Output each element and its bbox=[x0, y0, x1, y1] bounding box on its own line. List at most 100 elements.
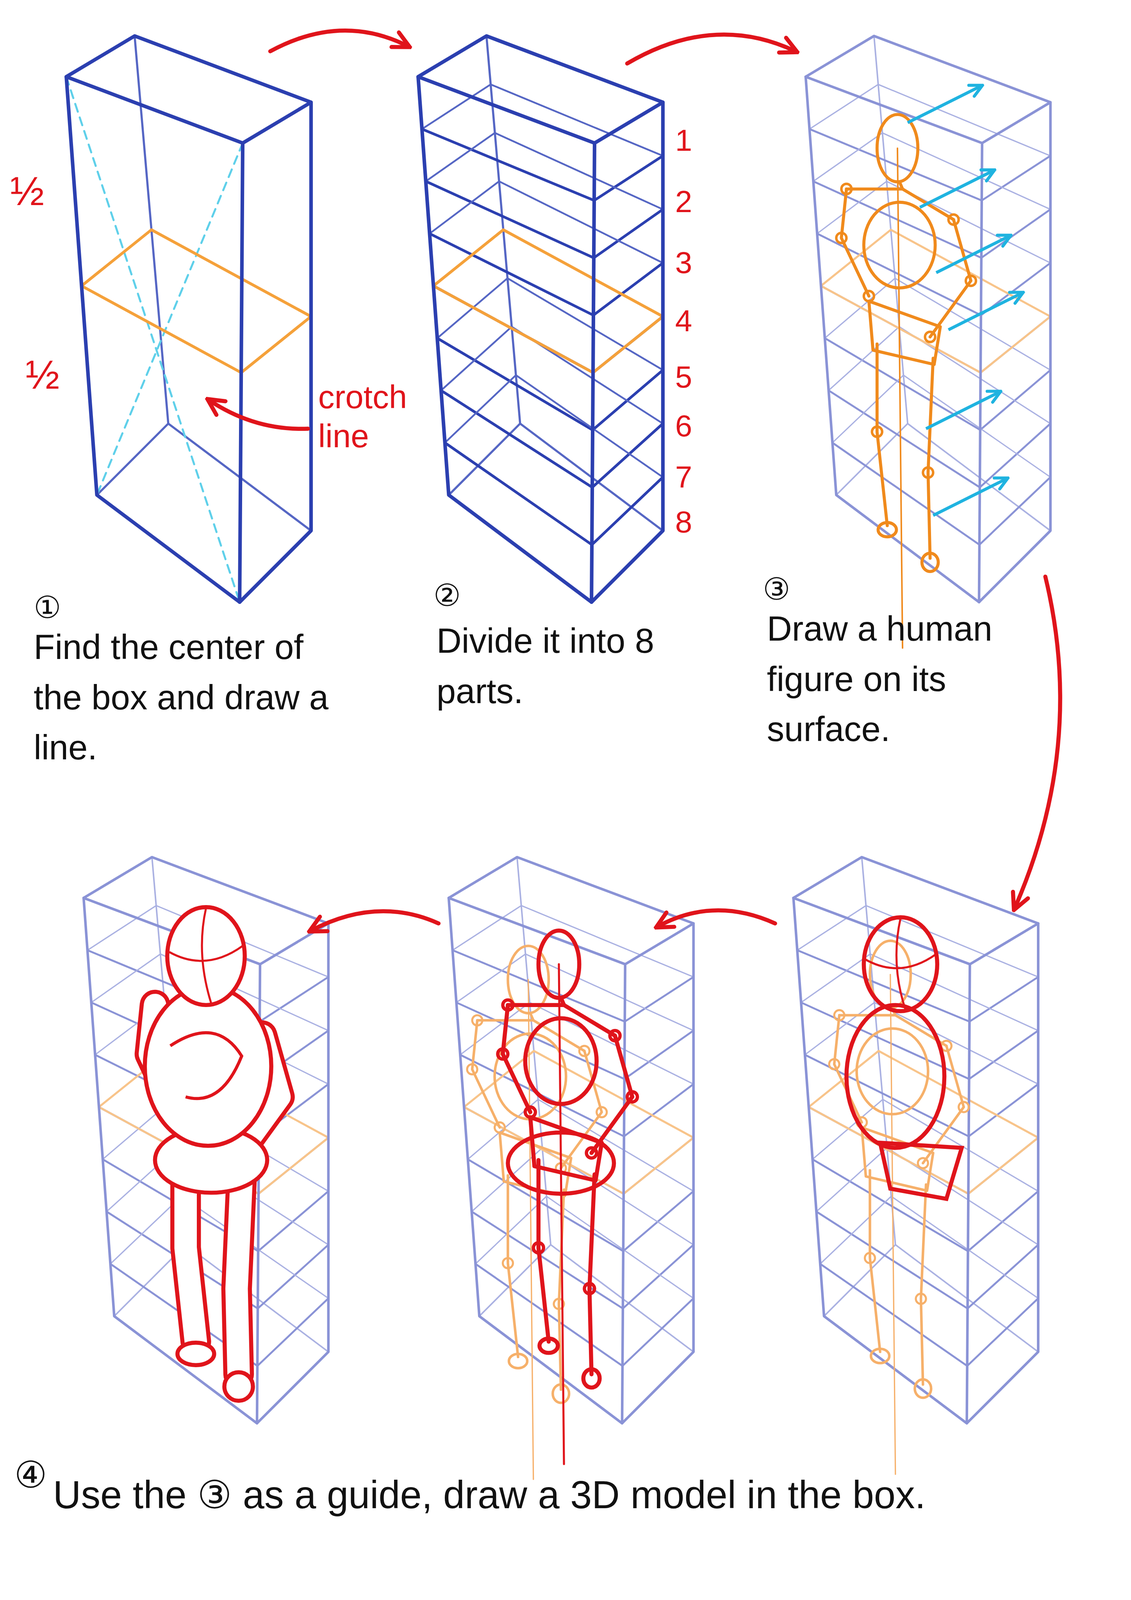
joint-circle bbox=[467, 1063, 478, 1074]
ribcage bbox=[863, 202, 936, 288]
box-top-face bbox=[793, 856, 1039, 924]
callout-number: 8 bbox=[675, 499, 693, 545]
division-line bbox=[421, 128, 663, 201]
joint-circle bbox=[502, 999, 513, 1010]
joint-circle bbox=[586, 1147, 597, 1158]
joint-circle bbox=[494, 1122, 505, 1133]
step-arrow bbox=[270, 30, 409, 52]
step-arrow bbox=[657, 910, 775, 927]
hidden-edge bbox=[96, 423, 169, 495]
leg-line bbox=[920, 1184, 926, 1385]
hidden-division-line bbox=[437, 278, 664, 370]
joint-circle bbox=[502, 1257, 513, 1269]
projection-arrow bbox=[932, 478, 1007, 516]
callout-number: 4 bbox=[675, 298, 693, 344]
hidden-division-line bbox=[429, 181, 663, 263]
foot bbox=[177, 1342, 215, 1365]
box-side-face bbox=[622, 923, 694, 1424]
step-number: ② bbox=[433, 573, 461, 618]
callout-number: 1 bbox=[675, 118, 693, 163]
step-number: ③ bbox=[762, 567, 791, 612]
projection-arrow bbox=[948, 292, 1023, 330]
fraction-label: ½ bbox=[10, 161, 45, 221]
hidden-division-line bbox=[471, 1147, 694, 1245]
arm-line bbox=[472, 1020, 500, 1128]
foot bbox=[870, 1348, 890, 1363]
limb-outline bbox=[236, 1173, 242, 1374]
spine-line bbox=[897, 148, 903, 648]
box-front-face bbox=[793, 897, 971, 1424]
division-line bbox=[440, 390, 663, 488]
joint-circle bbox=[596, 1106, 607, 1117]
joint-circle bbox=[864, 1252, 875, 1263]
head-guide bbox=[169, 908, 243, 1003]
projection-arrow bbox=[925, 391, 1000, 429]
head-guide bbox=[864, 918, 937, 1010]
ribcage bbox=[856, 1028, 929, 1114]
hidden-division-line bbox=[813, 132, 1051, 210]
joint-circle bbox=[841, 183, 852, 195]
crotch-plane bbox=[463, 1050, 694, 1194]
spine-line bbox=[890, 974, 896, 1475]
joint-circle bbox=[863, 290, 875, 302]
division-line bbox=[820, 1263, 1039, 1366]
head-oval bbox=[538, 930, 580, 998]
joint-circle bbox=[627, 1091, 638, 1102]
joint-circle bbox=[497, 1048, 508, 1059]
joint-circle bbox=[525, 1106, 536, 1117]
hidden-division-line bbox=[440, 326, 663, 424]
box-front-face bbox=[448, 897, 626, 1424]
center-diagonal bbox=[66, 76, 240, 603]
hidden-division-line bbox=[797, 905, 1039, 977]
division-line bbox=[444, 442, 663, 545]
foot bbox=[508, 1353, 528, 1369]
box-top-face bbox=[418, 35, 664, 103]
hidden-division-line bbox=[110, 1196, 329, 1299]
step-number: ① bbox=[33, 585, 61, 630]
joint-circle bbox=[829, 1058, 840, 1069]
pelvis-volume bbox=[880, 1142, 962, 1199]
joint-circle bbox=[872, 426, 883, 437]
pelvis-volume bbox=[507, 1132, 614, 1194]
box-side-face bbox=[239, 102, 312, 603]
hidden-division-line bbox=[828, 326, 1051, 424]
arm-line bbox=[930, 219, 971, 337]
callout-number: 7 bbox=[675, 454, 693, 500]
joint-circle bbox=[579, 1045, 590, 1056]
step-arrow bbox=[1014, 576, 1060, 909]
projection-arrow bbox=[936, 235, 1010, 273]
pelvis bbox=[530, 1116, 602, 1181]
joint-circle bbox=[925, 331, 936, 342]
spine-line bbox=[558, 963, 564, 1464]
box-side-face bbox=[256, 923, 329, 1424]
drawing-layer bbox=[66, 35, 1051, 1479]
division-line bbox=[832, 442, 1051, 545]
step-caption: Use the ③ as a guide, draw a 3D model in… bbox=[53, 1466, 1124, 1523]
fraction-label: ½ bbox=[25, 344, 60, 404]
torso-volume bbox=[846, 1004, 945, 1148]
joint-circle bbox=[917, 1157, 928, 1169]
box-side-face bbox=[966, 923, 1039, 1424]
division-line bbox=[471, 1211, 694, 1309]
joint-circle bbox=[958, 1101, 969, 1112]
foot bbox=[552, 1384, 570, 1403]
limb-fill bbox=[236, 1173, 242, 1374]
division-line bbox=[475, 1263, 694, 1366]
head-volume bbox=[863, 916, 938, 1011]
head-volume bbox=[167, 906, 245, 1005]
step-arrow bbox=[627, 34, 796, 64]
pelvis bbox=[868, 301, 941, 365]
joint-circle bbox=[915, 1293, 926, 1304]
joint-circle bbox=[965, 275, 976, 286]
head-oval bbox=[877, 114, 918, 182]
hidden-division-line bbox=[421, 84, 663, 156]
torso-volume bbox=[144, 986, 272, 1146]
joint-circle bbox=[834, 1009, 845, 1021]
joint-circle bbox=[472, 1015, 483, 1026]
hidden-division-line bbox=[832, 374, 1051, 477]
division-line bbox=[816, 1211, 1039, 1309]
joint-circle bbox=[533, 1242, 544, 1253]
chest-contour bbox=[170, 1032, 242, 1099]
crotch-plane bbox=[808, 1050, 1039, 1194]
